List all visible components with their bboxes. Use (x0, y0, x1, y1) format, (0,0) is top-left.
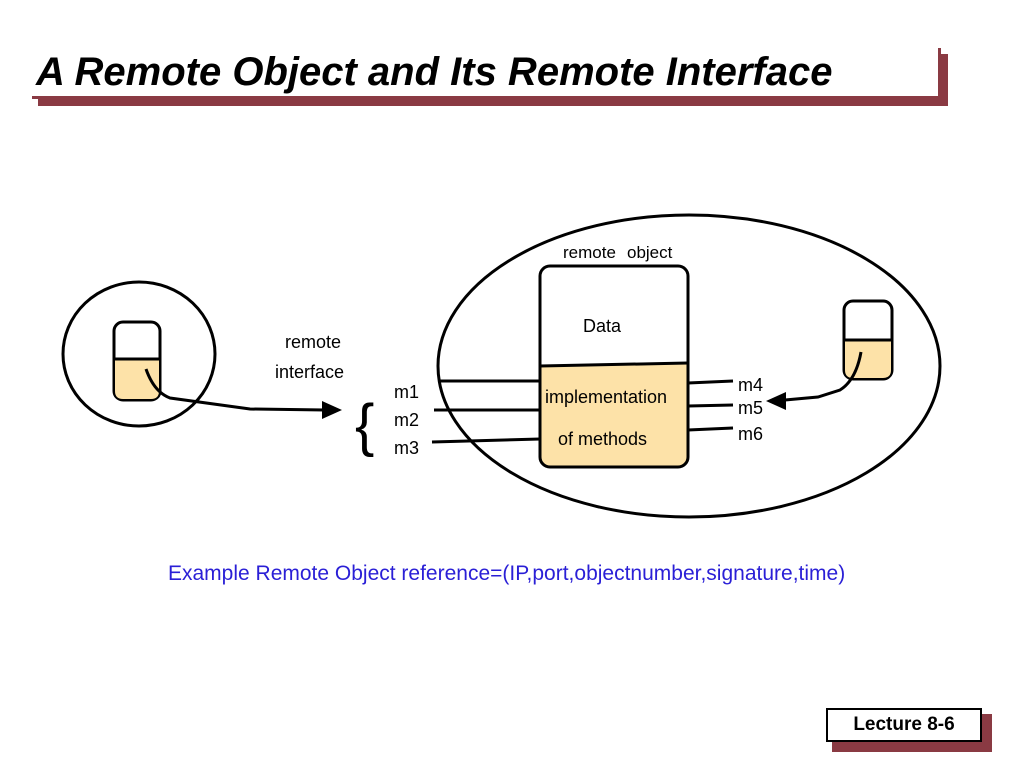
remote-object-label-object: object (627, 243, 673, 262)
remote-interface-label-1: remote (285, 332, 341, 352)
footer-box: Lecture 8-6 (826, 708, 982, 742)
arrowhead-left (322, 401, 342, 419)
impl-label-line-2: of methods (558, 429, 647, 449)
method-label-m5: m5 (738, 398, 763, 418)
client-object-left-fill (115, 359, 159, 399)
invocation-arrow-right (784, 351, 863, 402)
server-process (436, 213, 942, 519)
client-process-left (61, 280, 217, 428)
slide-title: A Remote Object and Its Remote Interface (36, 50, 833, 94)
method-label-m1: m1 (394, 382, 419, 402)
method-label-m4: m4 (738, 375, 763, 395)
invocation-arrow-left (144, 368, 326, 412)
remote-object-impl-fill (540, 363, 688, 467)
method-line-m6 (687, 426, 734, 432)
method-line-m4 (687, 379, 734, 385)
example-reference-text: Example Remote Object reference=(IP,port… (168, 562, 846, 585)
remote-object-label-remote: remote (563, 243, 616, 262)
impl-label-line-1: implementation (545, 387, 667, 407)
method-label-m2: m2 (394, 410, 419, 430)
remote-object-divider (539, 361, 689, 368)
interface-brace: { (355, 393, 374, 458)
title-bar: A Remote Object and Its Remote Interface (32, 48, 948, 106)
method-line-m5 (687, 403, 734, 408)
remote-interface-label-2: interface (275, 362, 344, 382)
client-object-right-fill (845, 340, 891, 378)
lecture-number: Lecture 8-6 (853, 714, 955, 735)
arrowhead-right (766, 392, 786, 410)
data-label: Data (583, 316, 622, 336)
title-box: A Remote Object and Its Remote Interface (32, 48, 941, 99)
method-line-m3 (431, 437, 541, 444)
method-label-m6: m6 (738, 424, 763, 444)
remote-object-box (538, 264, 690, 469)
method-label-m3: m3 (394, 438, 419, 458)
